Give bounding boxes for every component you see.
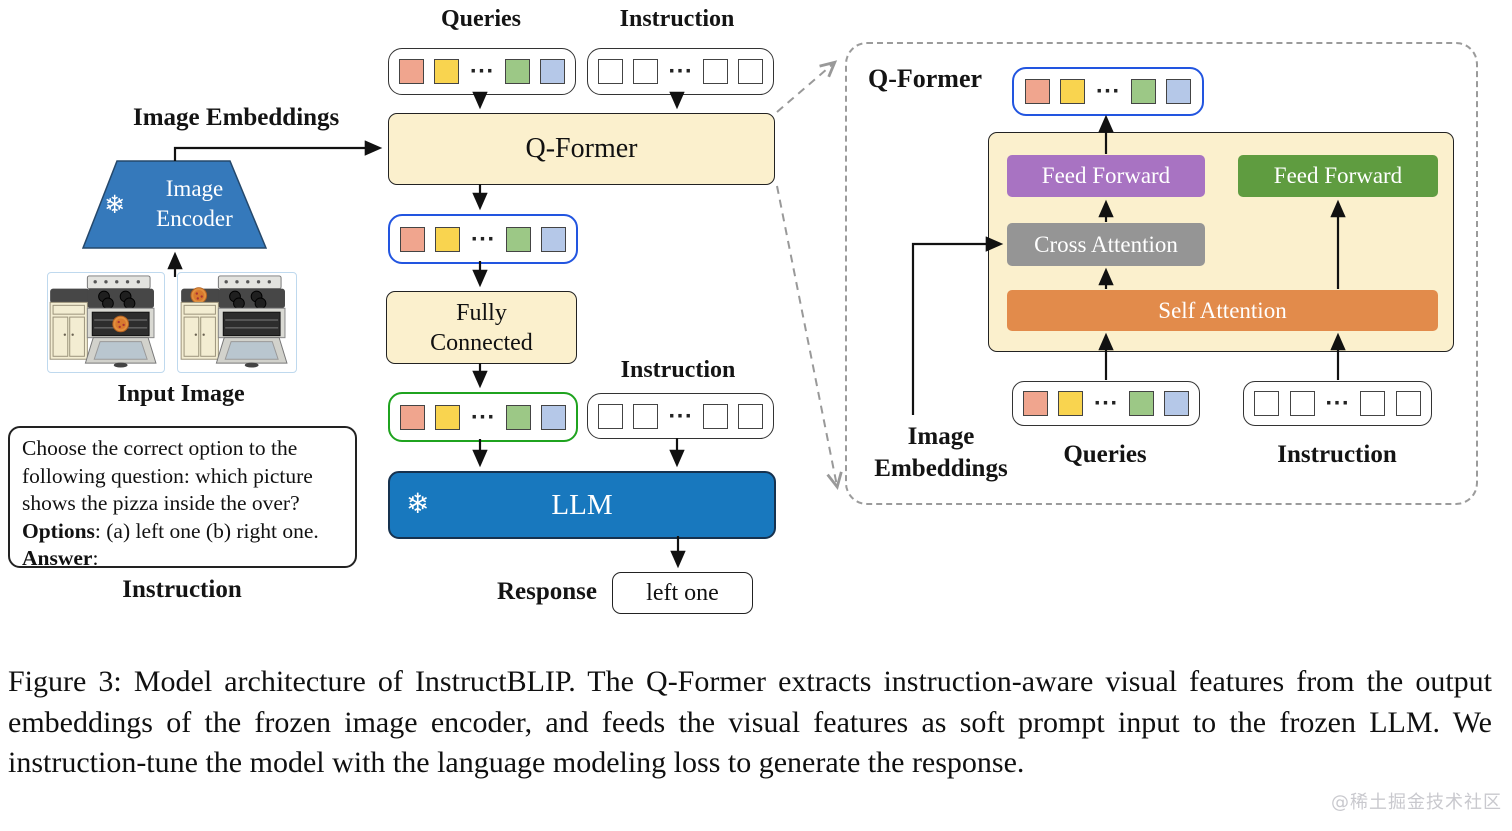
query-token [505,404,531,430]
response-label: Response [496,578,597,605]
ellipsis-dots: ··· [668,404,693,427]
queries-token-row-panel-bottom: ··· [1012,381,1200,426]
ellipsis-dots: ··· [1095,80,1121,102]
input-image-right-oven [177,272,297,373]
input-image-label: Input Image [117,381,245,407]
query-token [1024,79,1050,104]
input-image-left-oven [47,272,165,373]
queries-top-label: Queries [441,6,521,32]
feed-forward-left-box: Feed Forward [1007,155,1205,197]
query-token [400,226,426,252]
image-embeddings-label: Image Embeddings [133,104,340,131]
self-attention-box: Self Attention [1007,290,1438,331]
instruction-line: shows the pizza inside the over? [22,491,300,515]
query-token [540,226,566,252]
ellipsis-dots: ··· [469,60,495,82]
ellipsis-dots: ··· [470,405,496,428]
query-token [435,404,461,430]
qformer-panel-title: Q-Former [868,64,983,93]
ellipsis-dots: ··· [470,227,496,250]
ellipsis-dots: ··· [1093,392,1119,414]
query-token [504,59,530,84]
instruction-token [1254,391,1280,416]
query-token [1058,391,1084,416]
instruction-token [1360,391,1386,416]
oven-illustration-pizza-outside [180,275,288,368]
cross-attention-box: Cross Attention [1007,223,1205,266]
query-token [434,59,460,84]
query-token [1163,391,1189,416]
fully-connected-box: Fully Connected [386,291,577,364]
queries-token-row-top: ··· [388,48,576,95]
query-token [400,404,426,430]
query-token [1130,79,1156,104]
instruction-line: Choose the correct option to the [22,436,298,460]
instruction-token [737,403,763,429]
instruction-token-row-top: ··· [587,48,774,95]
queries-token-row-green: ··· [388,392,578,442]
instruction-token-row-panel-bottom: ··· [1243,381,1432,426]
instruction-line: Answer: [22,546,99,570]
trapezoid-shape [82,160,267,249]
watermark: @稀土掘金技术社区 [1331,792,1502,813]
instruction-mid-label: Instruction [620,357,736,383]
instruction-line: Options: (a) left one (b) right one. [22,518,319,543]
figure-caption: Figure 3: Model architecture of Instruct… [8,665,1492,779]
image-encoder-label: Image Encoder [156,176,233,231]
response-value-box: left one [612,572,753,614]
query-token [540,404,566,430]
instruction-token [633,403,659,429]
queries-token-row-blue: ··· [388,214,578,264]
instruction-bottom-label: Instruction [1277,441,1397,468]
dashed-connectors [776,60,843,491]
qformer-box: Q-Former [388,113,775,185]
instruction-token [1289,391,1315,416]
oven-illustration-pizza-inside [49,275,157,368]
snowflake-icon: ❄ [104,190,125,219]
llm-box: ❄ LLM [388,471,776,539]
instruction-line: following question: which picture [22,463,313,488]
query-token [1023,391,1049,416]
instruction-text-box: Choose the correct option to the followi… [8,426,357,570]
snowflake-icon: ❄ [406,487,430,520]
instruction-token [598,59,624,84]
query-token [435,226,461,252]
image-encoder-block: ❄ Image Encoder [82,160,267,249]
feed-forward-right-box: Feed Forward [1238,155,1438,197]
instruction-token [1395,391,1421,416]
instruction-token [633,59,659,84]
query-token [399,59,425,84]
instruction-token [702,59,728,84]
instruction-token [737,59,763,84]
queries-bottom-label: Queries [1063,441,1147,468]
query-token [1060,79,1086,104]
instruction-token-row-mid: ··· [587,393,774,439]
instruction-token [702,403,728,429]
ellipsis-dots: ··· [668,60,693,82]
image-embeddings-right-label: Image Embeddings [874,423,1008,482]
instruction-top-label: Instruction [619,6,735,32]
qformer-detail-panel [845,42,1478,505]
query-token [505,226,531,252]
instruction-left-label: Instruction [122,576,242,603]
ellipsis-dots: ··· [1325,392,1350,414]
instruction-token [598,403,624,429]
query-token [539,59,565,84]
queries-token-row-panel-top: ··· [1012,67,1204,116]
query-token [1128,391,1154,416]
image-encoder-trapezoid [82,160,267,249]
query-token [1166,79,1192,104]
